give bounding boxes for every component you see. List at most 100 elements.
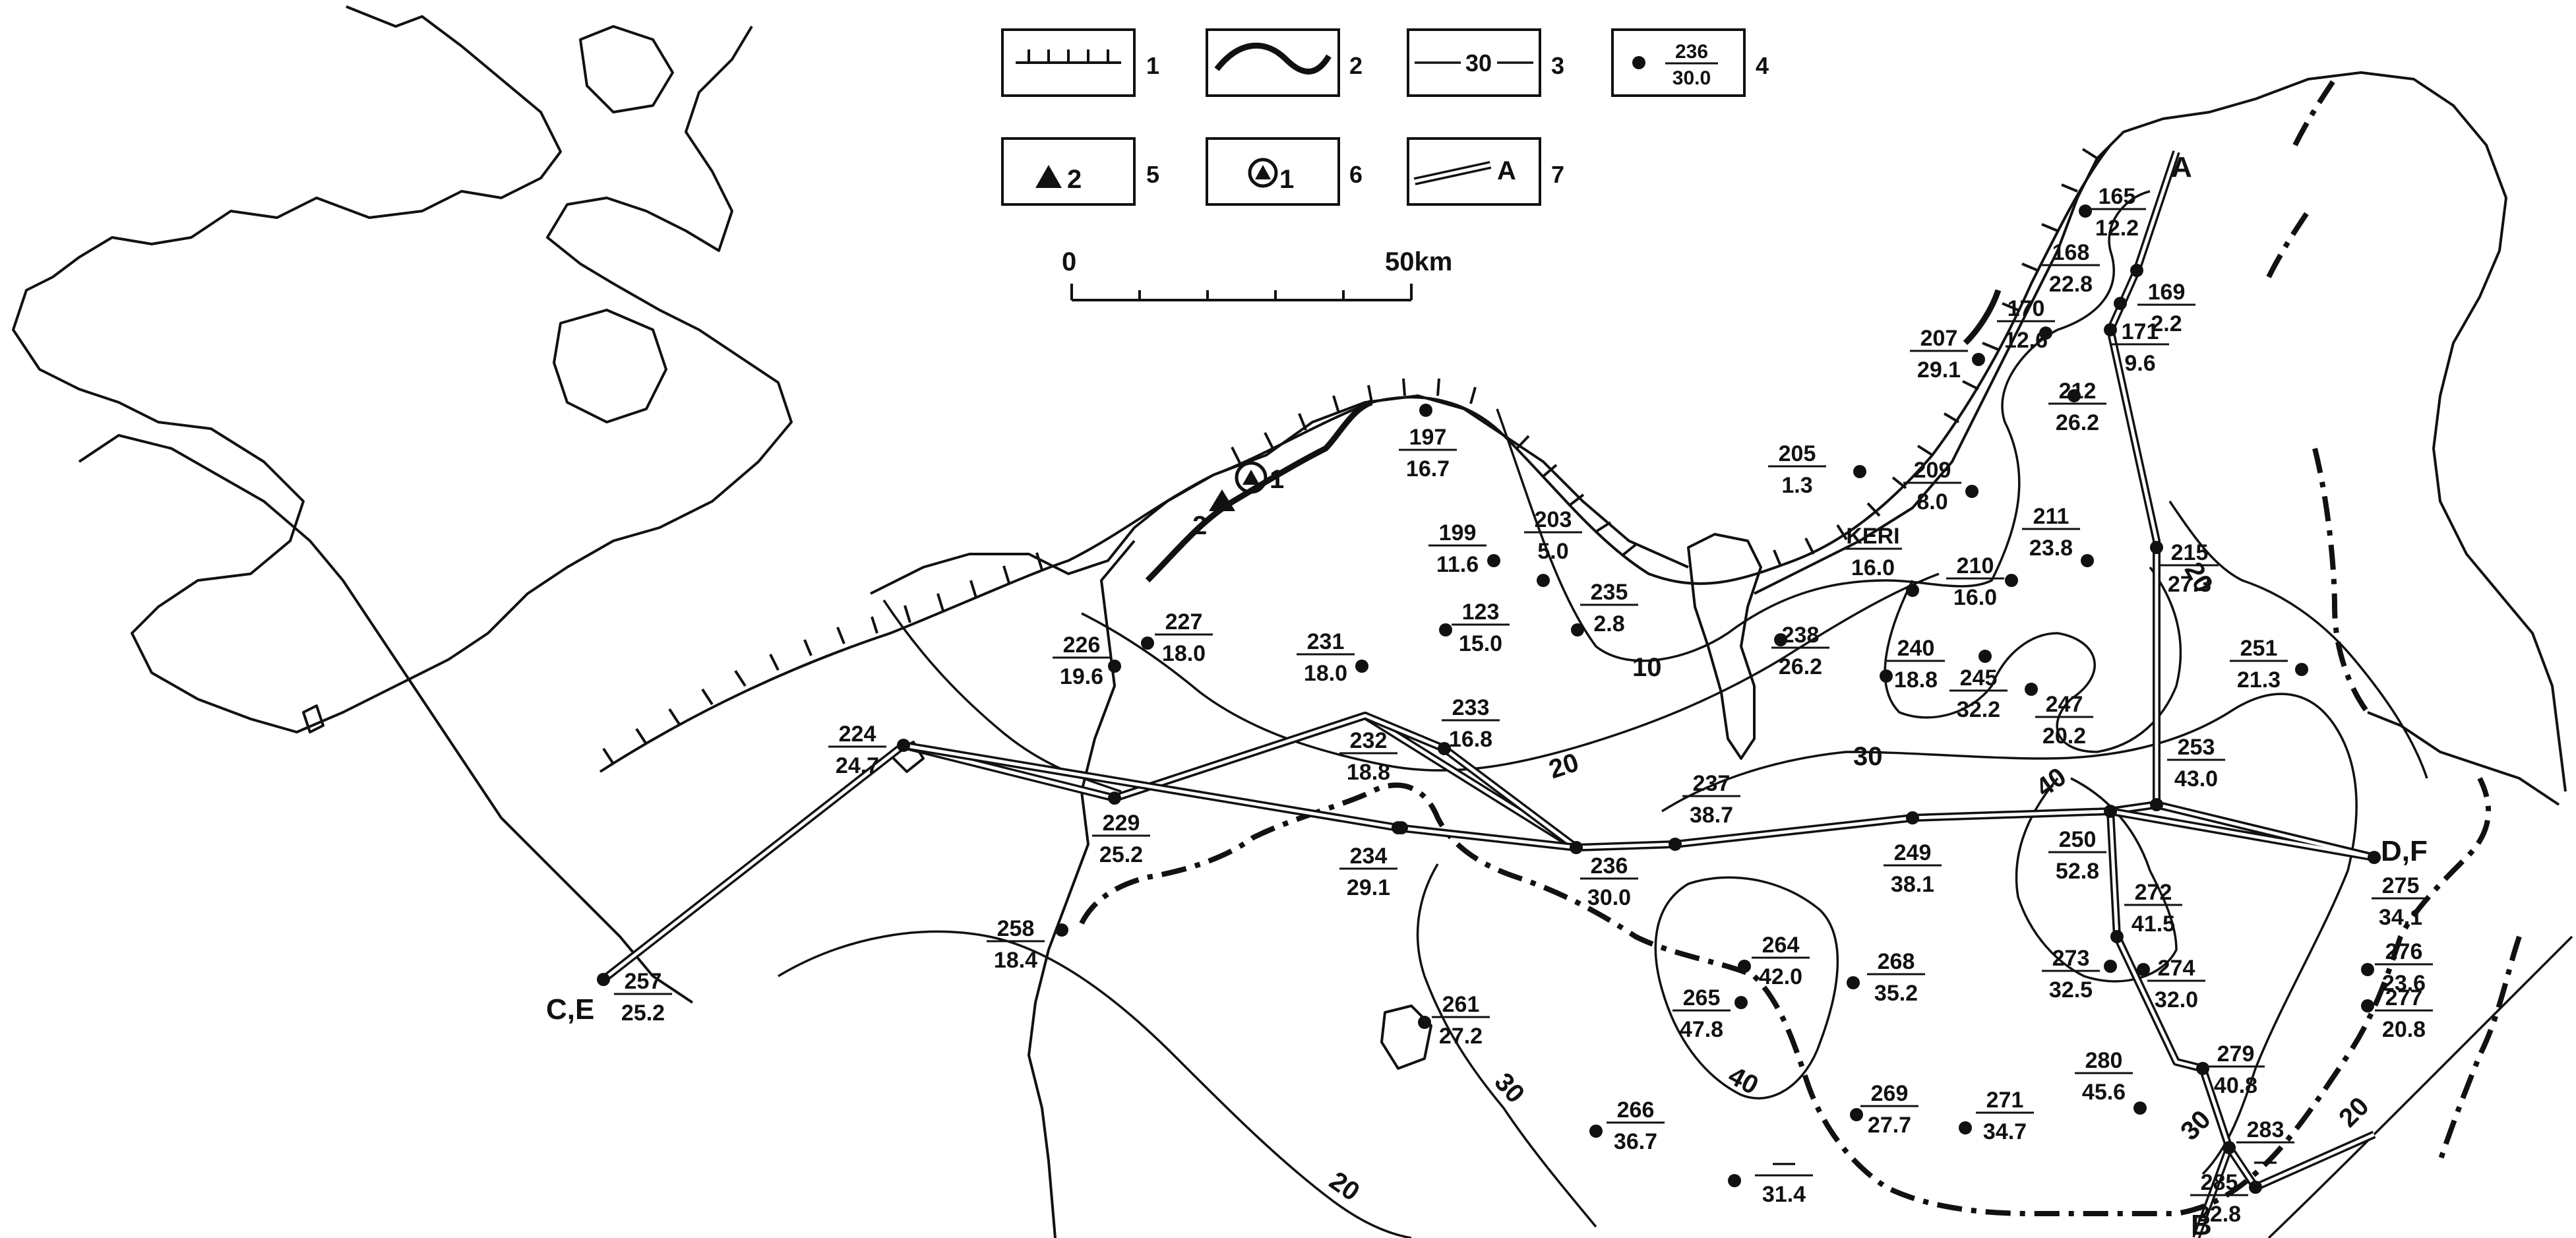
station-dot <box>2196 1062 2209 1075</box>
station-number: 274 <box>2158 956 2195 981</box>
station-dot <box>1439 623 1452 636</box>
contour-lines <box>778 190 2573 1238</box>
station: 283— <box>2223 1117 2294 1174</box>
station-dot <box>2137 963 2150 976</box>
station-dot <box>2133 1101 2147 1115</box>
station-value: 32.2 <box>1957 697 2000 722</box>
station-number: 273 <box>2052 946 2090 971</box>
station-dot <box>1847 976 1860 989</box>
station-number: 168 <box>2052 240 2090 265</box>
station-value: 25.2 <box>621 1001 665 1026</box>
station-value: 12.6 <box>2004 328 2048 353</box>
station-number: 207 <box>1920 326 1958 351</box>
station-dot <box>1850 1108 1863 1121</box>
station-value: 38.7 <box>1690 803 1733 828</box>
station-dot <box>2104 960 2117 973</box>
station-value: 2.8 <box>1593 611 1624 636</box>
site-symbols: 2 1 <box>1192 461 1284 540</box>
station-number: 285 <box>2201 1170 2238 1195</box>
contour-30 <box>1661 693 2358 1175</box>
station-number: 283 <box>2247 1117 2285 1142</box>
station-value: 32.0 <box>2155 987 2198 1012</box>
legend-item-3: 30 3 <box>1407 28 1564 97</box>
station-value: 2.2 <box>2151 311 2182 336</box>
station-number: 247 <box>2046 692 2083 717</box>
station-value: 16.7 <box>1406 456 1450 481</box>
station-dot <box>597 973 610 986</box>
station-number: 203 <box>1535 507 1572 532</box>
contour-30-southwest <box>1416 863 1597 1228</box>
profile-label-CE: C,E <box>546 993 594 1026</box>
station-dot <box>1141 636 1154 650</box>
station-number: 165 <box>2099 184 2136 209</box>
site-label-2: 2 <box>1192 511 1207 540</box>
station: 170 12.6 <box>1997 296 2055 353</box>
station-value: 34.1 <box>2379 905 2422 930</box>
station-value: 11.6 <box>1436 552 1479 577</box>
legend: 1 2 30 3 236 30.0 4 2 5 <box>1001 28 1769 206</box>
station-number: 261 <box>1442 992 1480 1017</box>
scale-bar-end: 50km <box>1385 247 1452 276</box>
station-dot <box>2368 851 2381 864</box>
station-value: 16.0 <box>1953 585 1997 610</box>
station-number: 268 <box>1878 949 1915 974</box>
station-value: 1.3 <box>1781 473 1812 498</box>
station-number: 170 <box>2008 296 2045 321</box>
profile-label-DF: D,F <box>2381 835 2428 867</box>
station-value: 5.0 <box>1537 539 1568 564</box>
station-dot <box>2114 297 2127 310</box>
station-dot <box>1906 584 1919 597</box>
contour-20-east <box>2168 501 2428 779</box>
station-dot <box>1774 633 1787 646</box>
station-dot <box>1487 554 1500 567</box>
station-dot <box>2150 798 2163 811</box>
legend-item-5: 2 5 <box>1001 137 1159 206</box>
fault-ticks <box>602 148 2099 765</box>
island-261 <box>1380 1005 1432 1070</box>
station-dot <box>2110 930 2124 943</box>
station: 207 29.1 <box>1910 326 1985 383</box>
legend-sample-7: A <box>1497 156 1516 185</box>
contour-label: 30 <box>1488 1067 1529 1109</box>
station-value: 42.0 <box>1759 964 1802 989</box>
station-dot <box>2361 963 2374 976</box>
station-number: 231 <box>1307 629 1345 654</box>
station-value: 43.0 <box>2174 766 2218 791</box>
station-dot <box>2295 663 2308 676</box>
station-number: 250 <box>2059 827 2097 852</box>
station-value: 47.8 <box>1680 1017 1723 1042</box>
station-dot <box>2361 999 2374 1012</box>
circled-triangle-icon <box>1235 461 1268 494</box>
station-dot <box>1728 1174 1741 1187</box>
island-small-west <box>302 704 324 733</box>
island-north <box>579 25 674 113</box>
legend-item-4: 236 30.0 4 <box>1611 28 1769 97</box>
station-value: 27.7 <box>1868 1113 1911 1138</box>
station-value: 29.1 <box>1917 357 1961 383</box>
station-dot <box>1734 996 1748 1009</box>
peninsula-northwest <box>12 5 793 733</box>
peninsula-south-arm <box>78 434 694 1004</box>
